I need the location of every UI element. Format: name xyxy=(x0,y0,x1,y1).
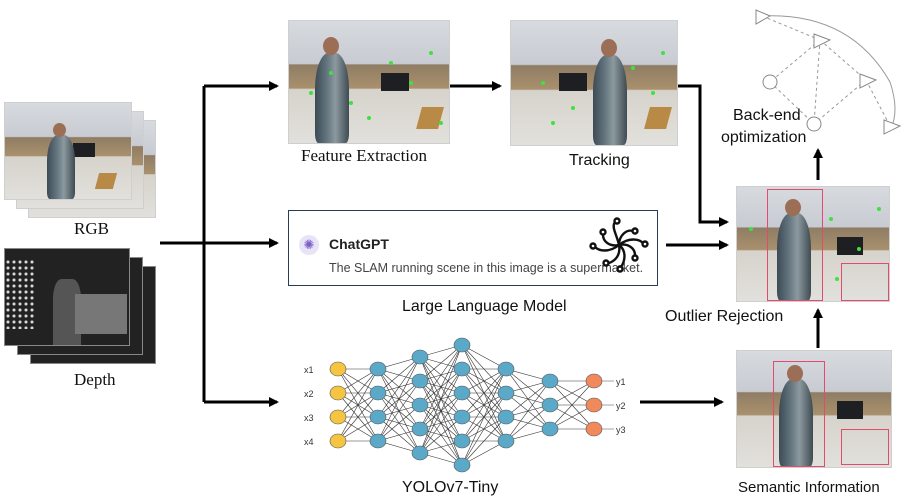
hidden-node xyxy=(411,397,429,413)
semantic-person-box xyxy=(773,361,825,467)
network-edge xyxy=(419,392,463,454)
network-edge xyxy=(419,344,463,382)
network-edge xyxy=(461,344,507,370)
llm-label: Large Language Model xyxy=(402,298,567,315)
network-edge xyxy=(377,356,421,418)
pose-graph-diagram xyxy=(755,9,902,135)
outlier-person-box xyxy=(767,189,823,301)
hidden-node xyxy=(497,385,515,401)
hidden-node xyxy=(411,445,429,461)
rgb-label: RGB xyxy=(74,219,109,238)
output-node xyxy=(585,373,603,389)
hidden-node xyxy=(541,397,559,413)
input-node xyxy=(329,361,347,377)
network-edge xyxy=(461,368,507,442)
yolo-network-diagram: x1 x2 x3 x4 y1 y2 y3 xyxy=(304,337,626,473)
tracking-label: Tracking xyxy=(569,152,630,169)
input-node xyxy=(329,409,347,425)
network-edge xyxy=(505,404,551,442)
network-edge xyxy=(549,380,595,406)
network-edge xyxy=(377,404,421,442)
network-edge xyxy=(461,368,507,394)
input-node-label: x1 xyxy=(304,365,314,375)
network-edge xyxy=(377,356,421,394)
network-edge xyxy=(419,344,463,454)
feature-extraction-label: Feature Extraction xyxy=(301,146,428,165)
input-node-label: x2 xyxy=(304,389,314,399)
network-edge xyxy=(461,416,507,466)
hidden-node xyxy=(541,373,559,389)
chatgpt-title: ChatGPT xyxy=(329,236,389,252)
hidden-node xyxy=(453,433,471,449)
network-edge xyxy=(461,440,507,466)
hidden-node xyxy=(369,433,387,449)
chatgpt-message: The SLAM running scene in this image is … xyxy=(329,261,644,275)
hidden-node xyxy=(411,373,429,389)
network-edge xyxy=(505,380,551,442)
backend-label-line2: optimization xyxy=(721,129,807,146)
output-node xyxy=(585,397,603,413)
rgb-frame-front xyxy=(4,102,132,200)
depth-label: Depth xyxy=(74,370,116,389)
network-edge xyxy=(461,368,507,466)
output-node-label: y2 xyxy=(616,401,626,411)
network-edge xyxy=(549,380,595,430)
hidden-node xyxy=(411,349,429,365)
network-edge xyxy=(461,368,507,418)
network-edge xyxy=(377,356,421,442)
chatgpt-panel: ✺ ChatGPT The SLAM running scene in this… xyxy=(288,210,658,286)
network-edge xyxy=(337,368,379,442)
hidden-node xyxy=(453,409,471,425)
network-edge xyxy=(377,380,421,442)
input-node xyxy=(329,433,347,449)
chatgpt-logo-icon: ✺ xyxy=(299,235,319,255)
yolo-label: YOLOv7-Tiny xyxy=(402,479,499,496)
network-edge xyxy=(549,404,595,430)
output-node xyxy=(585,421,603,437)
output-node-label: y3 xyxy=(616,425,626,435)
hidden-node xyxy=(369,409,387,425)
backend-label-line1: Back-end xyxy=(733,107,801,124)
hidden-node xyxy=(453,337,471,353)
tracking-image xyxy=(510,20,678,146)
outlier-label: Outlier Rejection xyxy=(665,308,784,325)
depth-frame-front xyxy=(4,248,130,346)
network-edge xyxy=(419,416,463,454)
semantic-chair-box xyxy=(841,429,889,465)
input-node-label: x3 xyxy=(304,413,314,423)
network-edge xyxy=(419,368,463,454)
hidden-node xyxy=(497,409,515,425)
semantic-label: Semantic Information xyxy=(738,479,880,496)
network-edge xyxy=(505,380,551,418)
network-edge xyxy=(337,392,379,442)
output-node-label: y1 xyxy=(616,377,626,387)
network-edge xyxy=(461,392,507,466)
hidden-node xyxy=(369,361,387,377)
hidden-node xyxy=(453,385,471,401)
hidden-node xyxy=(497,433,515,449)
semantic-information-image xyxy=(736,350,892,468)
hidden-node xyxy=(369,385,387,401)
network-edge xyxy=(337,368,379,418)
network-edge xyxy=(419,344,463,430)
network-edge xyxy=(419,344,463,406)
outlier-chair-box xyxy=(841,263,889,301)
hidden-node xyxy=(453,457,471,473)
input-node xyxy=(329,385,347,401)
hidden-node xyxy=(411,421,429,437)
arrow-tracking-to-outlier xyxy=(676,84,729,227)
llm-swirl-icon xyxy=(589,217,649,273)
hidden-node xyxy=(497,361,515,377)
hidden-node xyxy=(541,421,559,437)
input-node-label: x4 xyxy=(304,437,314,447)
outlier-rejection-image xyxy=(736,186,890,302)
feature-extraction-image xyxy=(288,20,450,144)
hidden-node xyxy=(453,361,471,377)
